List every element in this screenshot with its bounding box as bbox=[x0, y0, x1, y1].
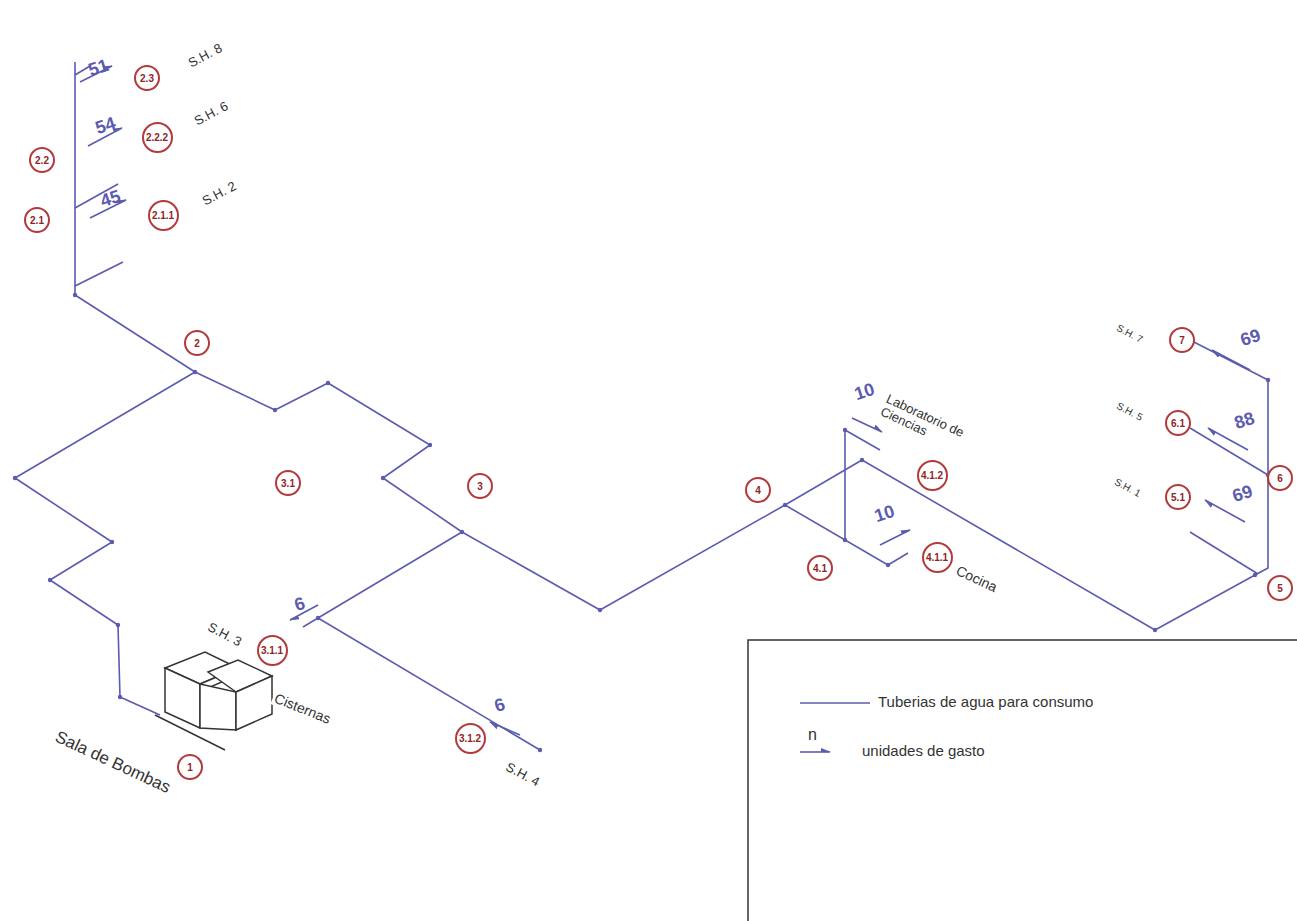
label-text: S.H. 8 bbox=[186, 41, 225, 71]
pipe bbox=[845, 430, 880, 540]
unit-count: 6 bbox=[292, 594, 308, 616]
unit-count: 69 bbox=[1230, 482, 1255, 507]
node-number: 2.2 bbox=[35, 155, 49, 166]
node-number: 2 bbox=[194, 338, 200, 349]
pipe bbox=[1190, 428, 1268, 475]
node-number: 3 bbox=[477, 481, 483, 492]
node-circle: 3 bbox=[467, 473, 493, 499]
node-circle: 7 bbox=[1169, 327, 1195, 353]
node-circle: 2.2.2 bbox=[142, 122, 173, 153]
node-circle: 2.3 bbox=[134, 65, 160, 91]
node-circle: 6.1 bbox=[1165, 410, 1191, 436]
label-text: Laboratorio de Ciencias bbox=[878, 392, 994, 467]
node-number: 6 bbox=[1277, 473, 1283, 484]
node-number: 3.1.2 bbox=[459, 733, 481, 744]
label-text: S.H. 4 bbox=[503, 760, 542, 790]
node-circle: 4.1.1 bbox=[922, 542, 953, 573]
cistern-tanks bbox=[155, 652, 272, 750]
unit-count: 10 bbox=[852, 380, 877, 405]
label-text: n bbox=[808, 726, 817, 744]
node-number: 5 bbox=[1277, 583, 1283, 594]
label-text: Cocina bbox=[953, 563, 999, 595]
node-number: 7 bbox=[1179, 335, 1185, 346]
node-number: 6.1 bbox=[1171, 418, 1185, 429]
unit-count: 45 bbox=[98, 187, 123, 212]
label-text: S.H. 5 bbox=[1115, 400, 1145, 423]
pipe bbox=[318, 618, 540, 750]
node-circle: 2.1 bbox=[24, 207, 50, 233]
pipe bbox=[75, 262, 123, 286]
node-circle: 1 bbox=[177, 754, 203, 780]
node-number: 1 bbox=[187, 762, 193, 773]
pipe bbox=[1190, 532, 1258, 574]
node-number: 4.1.2 bbox=[921, 470, 943, 481]
unit-count: 10 bbox=[872, 502, 897, 527]
node-number: 3.1.1 bbox=[261, 645, 283, 656]
node-circle: 3.1.1 bbox=[257, 635, 288, 666]
unit-count: 69 bbox=[1238, 326, 1263, 351]
node-circle: 4.1 bbox=[807, 555, 833, 581]
node-circle: 5 bbox=[1267, 575, 1293, 601]
legend-text: unidades de gasto bbox=[862, 742, 985, 759]
pipe bbox=[462, 340, 1268, 630]
pipe bbox=[303, 532, 462, 627]
unit-count: 6 bbox=[492, 695, 508, 717]
node-circle: 6 bbox=[1267, 465, 1293, 491]
legend-text: Tuberias de agua para consumo bbox=[878, 693, 1093, 710]
node-circle: 2 bbox=[184, 330, 210, 356]
node-number: 2.3 bbox=[140, 73, 154, 84]
node-circle: 4 bbox=[745, 477, 771, 503]
unit-count: 88 bbox=[1232, 409, 1257, 434]
label-text: S.H. 2 bbox=[200, 179, 239, 209]
label-text: S.H. 3 bbox=[205, 620, 244, 650]
label-text: S.H. 7 bbox=[1115, 322, 1145, 345]
node-number: 2.1 bbox=[30, 215, 44, 226]
label-text: S.H. 6 bbox=[192, 99, 231, 129]
node-circle: 3.1.2 bbox=[455, 723, 486, 754]
node-number: 2.1.1 bbox=[152, 210, 174, 221]
node-circle: 2.2 bbox=[29, 147, 55, 173]
pipe bbox=[75, 62, 195, 372]
node-number: 2.2.2 bbox=[146, 132, 168, 143]
label-text: S.H. 1 bbox=[1113, 476, 1143, 499]
node-circle: 5.1 bbox=[1165, 484, 1191, 510]
unit-count: 54 bbox=[93, 114, 118, 139]
node-circle: 3.1 bbox=[275, 470, 301, 496]
node-number: 3.1 bbox=[281, 478, 295, 489]
node-circle: 2.1.1 bbox=[148, 200, 179, 231]
label-text: Cisternas bbox=[270, 690, 334, 728]
node-number: 4 bbox=[755, 485, 761, 496]
label-text: Sala de Bombas bbox=[52, 728, 173, 798]
node-number: 5.1 bbox=[1171, 492, 1185, 503]
node-number: 4.1 bbox=[813, 563, 827, 574]
node-circle: 4.1.2 bbox=[917, 460, 948, 491]
node-number: 4.1.1 bbox=[926, 552, 948, 563]
